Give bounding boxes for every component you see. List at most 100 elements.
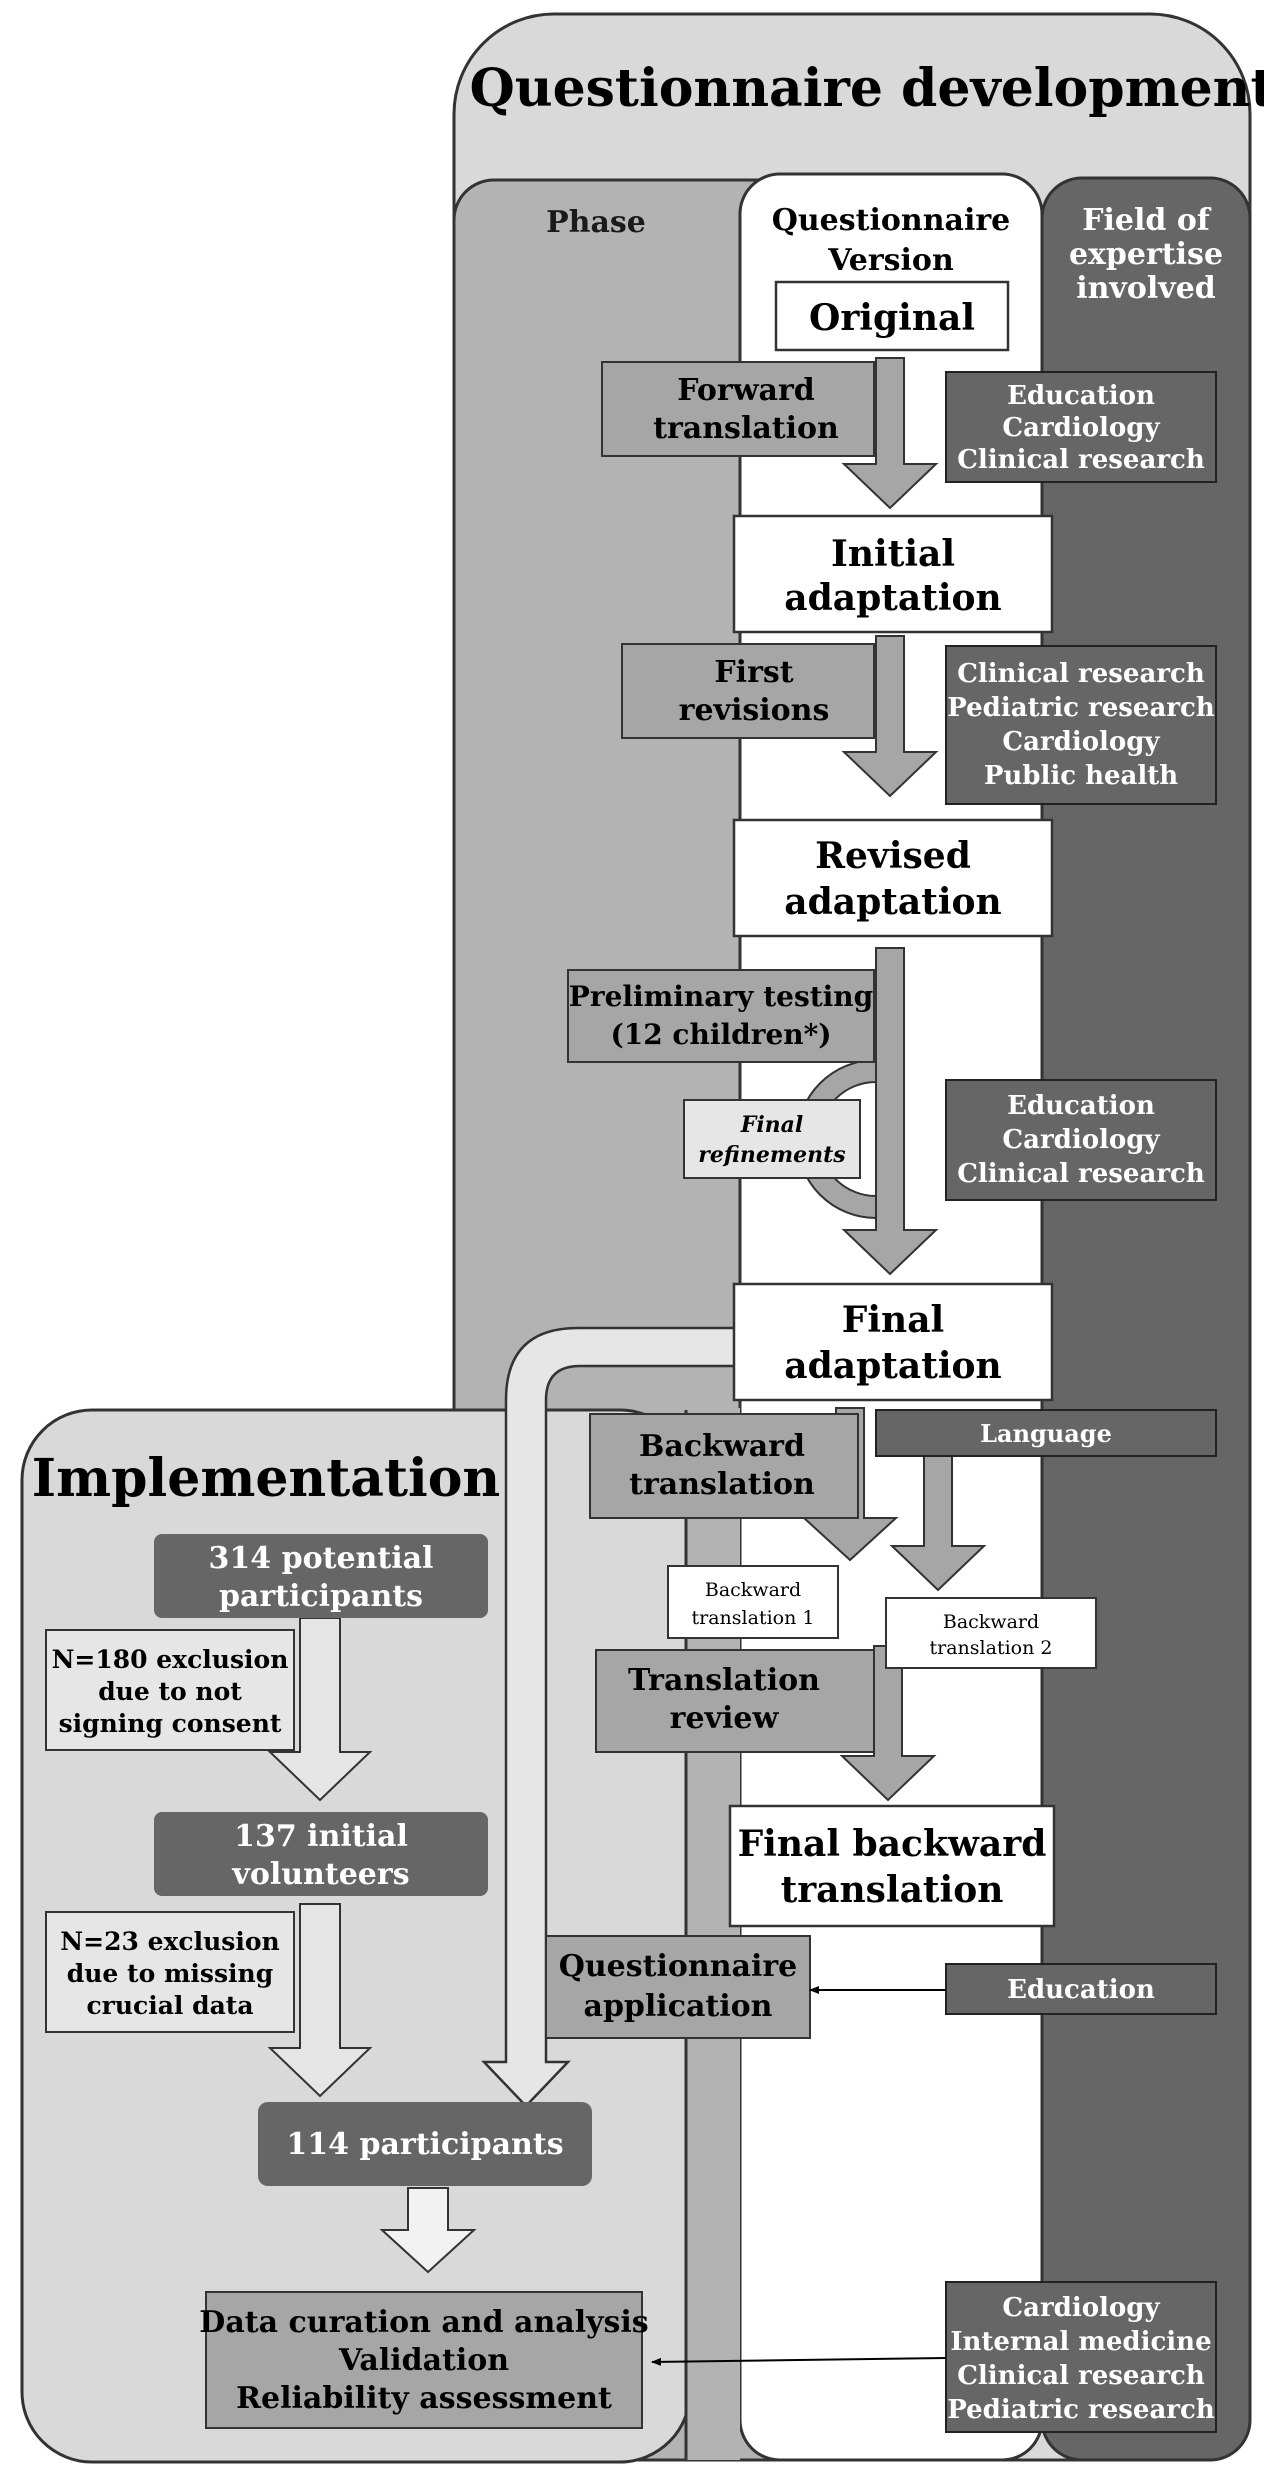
connector-fields-analysis <box>651 2357 947 2366</box>
svg-text:Clinical research: Clinical research <box>957 659 1205 689</box>
field-box-language <box>875 1409 1217 1457</box>
initial-volunteers <box>154 1812 488 1896</box>
svg-text:translation: translation <box>629 1467 815 1502</box>
svg-text:application: application <box>584 1989 773 2024</box>
phase-backward-translation-1 <box>667 1565 839 1639</box>
svg-text:participants: participants <box>219 1579 423 1614</box>
svg-text:due to not: due to not <box>98 1677 242 1706</box>
version-header-2: Version <box>827 243 954 278</box>
svg-text:314 potential: 314 potential <box>209 1541 434 1576</box>
svg-text:Final backward: Final backward <box>738 1823 1047 1865</box>
svg-text:Data curation and analysis: Data curation and analysis <box>199 2305 648 2340</box>
arrow-volunteers-participants <box>267 1903 373 2098</box>
svg-text:Education: Education <box>1007 381 1155 411</box>
implementation-title: Implementation <box>32 1448 500 1509</box>
svg-text:Questionnaire: Questionnaire <box>559 1949 798 1984</box>
svg-text:Final: Final <box>740 1112 804 1138</box>
svg-text:translation 2: translation 2 <box>930 1637 1053 1659</box>
version-revised-adaptation <box>732 818 1054 938</box>
field-box-forward <box>945 371 1217 483</box>
svg-text:review: review <box>670 1701 780 1736</box>
svg-text:Pediatric research: Pediatric research <box>947 693 1215 723</box>
svg-text:N=180 exclusion: N=180 exclusion <box>52 1645 289 1674</box>
field-column <box>1040 176 1252 2462</box>
development-title: Questionnaire development <box>469 58 1264 119</box>
phase-preliminary-testing <box>567 969 875 1063</box>
svg-text:Clinical research: Clinical research <box>957 445 1205 475</box>
svg-text:(12 children*): (12 children*) <box>610 1018 831 1051</box>
svg-text:Cardiology: Cardiology <box>1002 2293 1160 2323</box>
svg-text:adaptation: adaptation <box>784 881 1001 923</box>
field-box-revisions <box>945 645 1217 805</box>
phase-header: Phase <box>546 205 646 240</box>
exclusion-consent <box>45 1629 295 1751</box>
version-header-1: Questionnaire <box>772 203 1011 238</box>
svg-text:signing consent: signing consent <box>59 1709 282 1738</box>
svg-text:Cardiology: Cardiology <box>1002 1125 1160 1155</box>
svg-text:Education: Education <box>1007 1091 1155 1121</box>
svg-text:Backward: Backward <box>943 1611 1039 1633</box>
arrow-revised-final <box>841 947 939 1276</box>
svg-text:adaptation: adaptation <box>784 1345 1001 1387</box>
phase-first-revisions <box>621 643 875 739</box>
svg-text:Initial: Initial <box>831 533 955 575</box>
svg-text:Preliminary testing: Preliminary testing <box>569 980 873 1013</box>
svg-text:Pediatric research: Pediatric research <box>947 2395 1215 2425</box>
svg-text:Cardiology: Cardiology <box>1002 727 1160 757</box>
participants-114 <box>258 2102 592 2186</box>
svg-text:Backward: Backward <box>705 1579 801 1601</box>
svg-text:translation: translation <box>781 1869 1004 1911</box>
svg-text:refinements: refinements <box>698 1142 845 1168</box>
svg-text:Education: Education <box>1007 1975 1155 2005</box>
svg-text:137 initial: 137 initial <box>234 1819 408 1854</box>
svg-text:translation: translation <box>653 411 839 446</box>
exclusion-missing-data <box>45 1911 295 2033</box>
svg-text:Reliability assessment: Reliability assessment <box>236 2381 612 2416</box>
version-final-adaptation <box>732 1282 1054 1402</box>
field-header-1: Field of <box>1082 203 1212 238</box>
arrow-participants-analysis <box>379 2187 477 2274</box>
phase-backward-translation-2 <box>885 1597 1097 1669</box>
svg-text:Validation: Validation <box>338 2343 509 2378</box>
svg-text:Revised: Revised <box>815 835 971 877</box>
phase-backward-translation <box>589 1413 859 1519</box>
return-arrow <box>481 1326 746 2108</box>
phase-translation-review <box>595 1649 875 1753</box>
svg-text:Internal medicine: Internal medicine <box>950 2327 1211 2357</box>
version-final-backward-translation <box>728 1804 1056 1928</box>
svg-text:due to missing: due to missing <box>67 1959 273 1988</box>
arrow-original-initial <box>841 357 939 510</box>
phase-forward-translation <box>601 361 875 457</box>
svg-text:Final: Final <box>842 1299 944 1341</box>
arrow-initial-revised <box>841 635 939 798</box>
svg-text:crucial data: crucial data <box>86 1991 253 2020</box>
phase-questionnaire-application <box>545 1935 811 2039</box>
version-original <box>774 280 1010 352</box>
svg-text:Cardiology: Cardiology <box>1002 413 1160 443</box>
svg-text:114 participants: 114 participants <box>286 2127 563 2162</box>
svg-text:translation 1: translation 1 <box>692 1607 815 1629</box>
svg-text:volunteers: volunteers <box>231 1857 409 1892</box>
field-box-analysis <box>945 2281 1217 2433</box>
svg-text:revisions: revisions <box>679 693 830 728</box>
phase-final-refinements <box>683 1099 861 1179</box>
svg-text:Language: Language <box>980 1419 1112 1448</box>
arrow-potential-volunteers <box>267 1617 373 1802</box>
svg-text:adaptation: adaptation <box>784 577 1001 619</box>
svg-text:N=23 exclusion: N=23 exclusion <box>60 1927 279 1956</box>
data-analysis-box <box>205 2291 643 2429</box>
svg-text:Public health: Public health <box>984 761 1178 791</box>
version-initial-adaptation <box>732 514 1054 634</box>
svg-text:First: First <box>714 655 793 690</box>
field-box-testing <box>945 1079 1217 1201</box>
svg-text:Original: Original <box>809 297 975 339</box>
potential-participants <box>154 1534 488 1618</box>
svg-text:Backward: Backward <box>639 1429 805 1464</box>
svg-text:Clinical research: Clinical research <box>957 2361 1205 2391</box>
svg-text:Clinical research: Clinical research <box>957 1159 1205 1189</box>
svg-text:Translation: Translation <box>628 1663 820 1698</box>
svg-text:Forward: Forward <box>677 373 815 408</box>
arrow-language-bt2 <box>889 1453 987 1592</box>
